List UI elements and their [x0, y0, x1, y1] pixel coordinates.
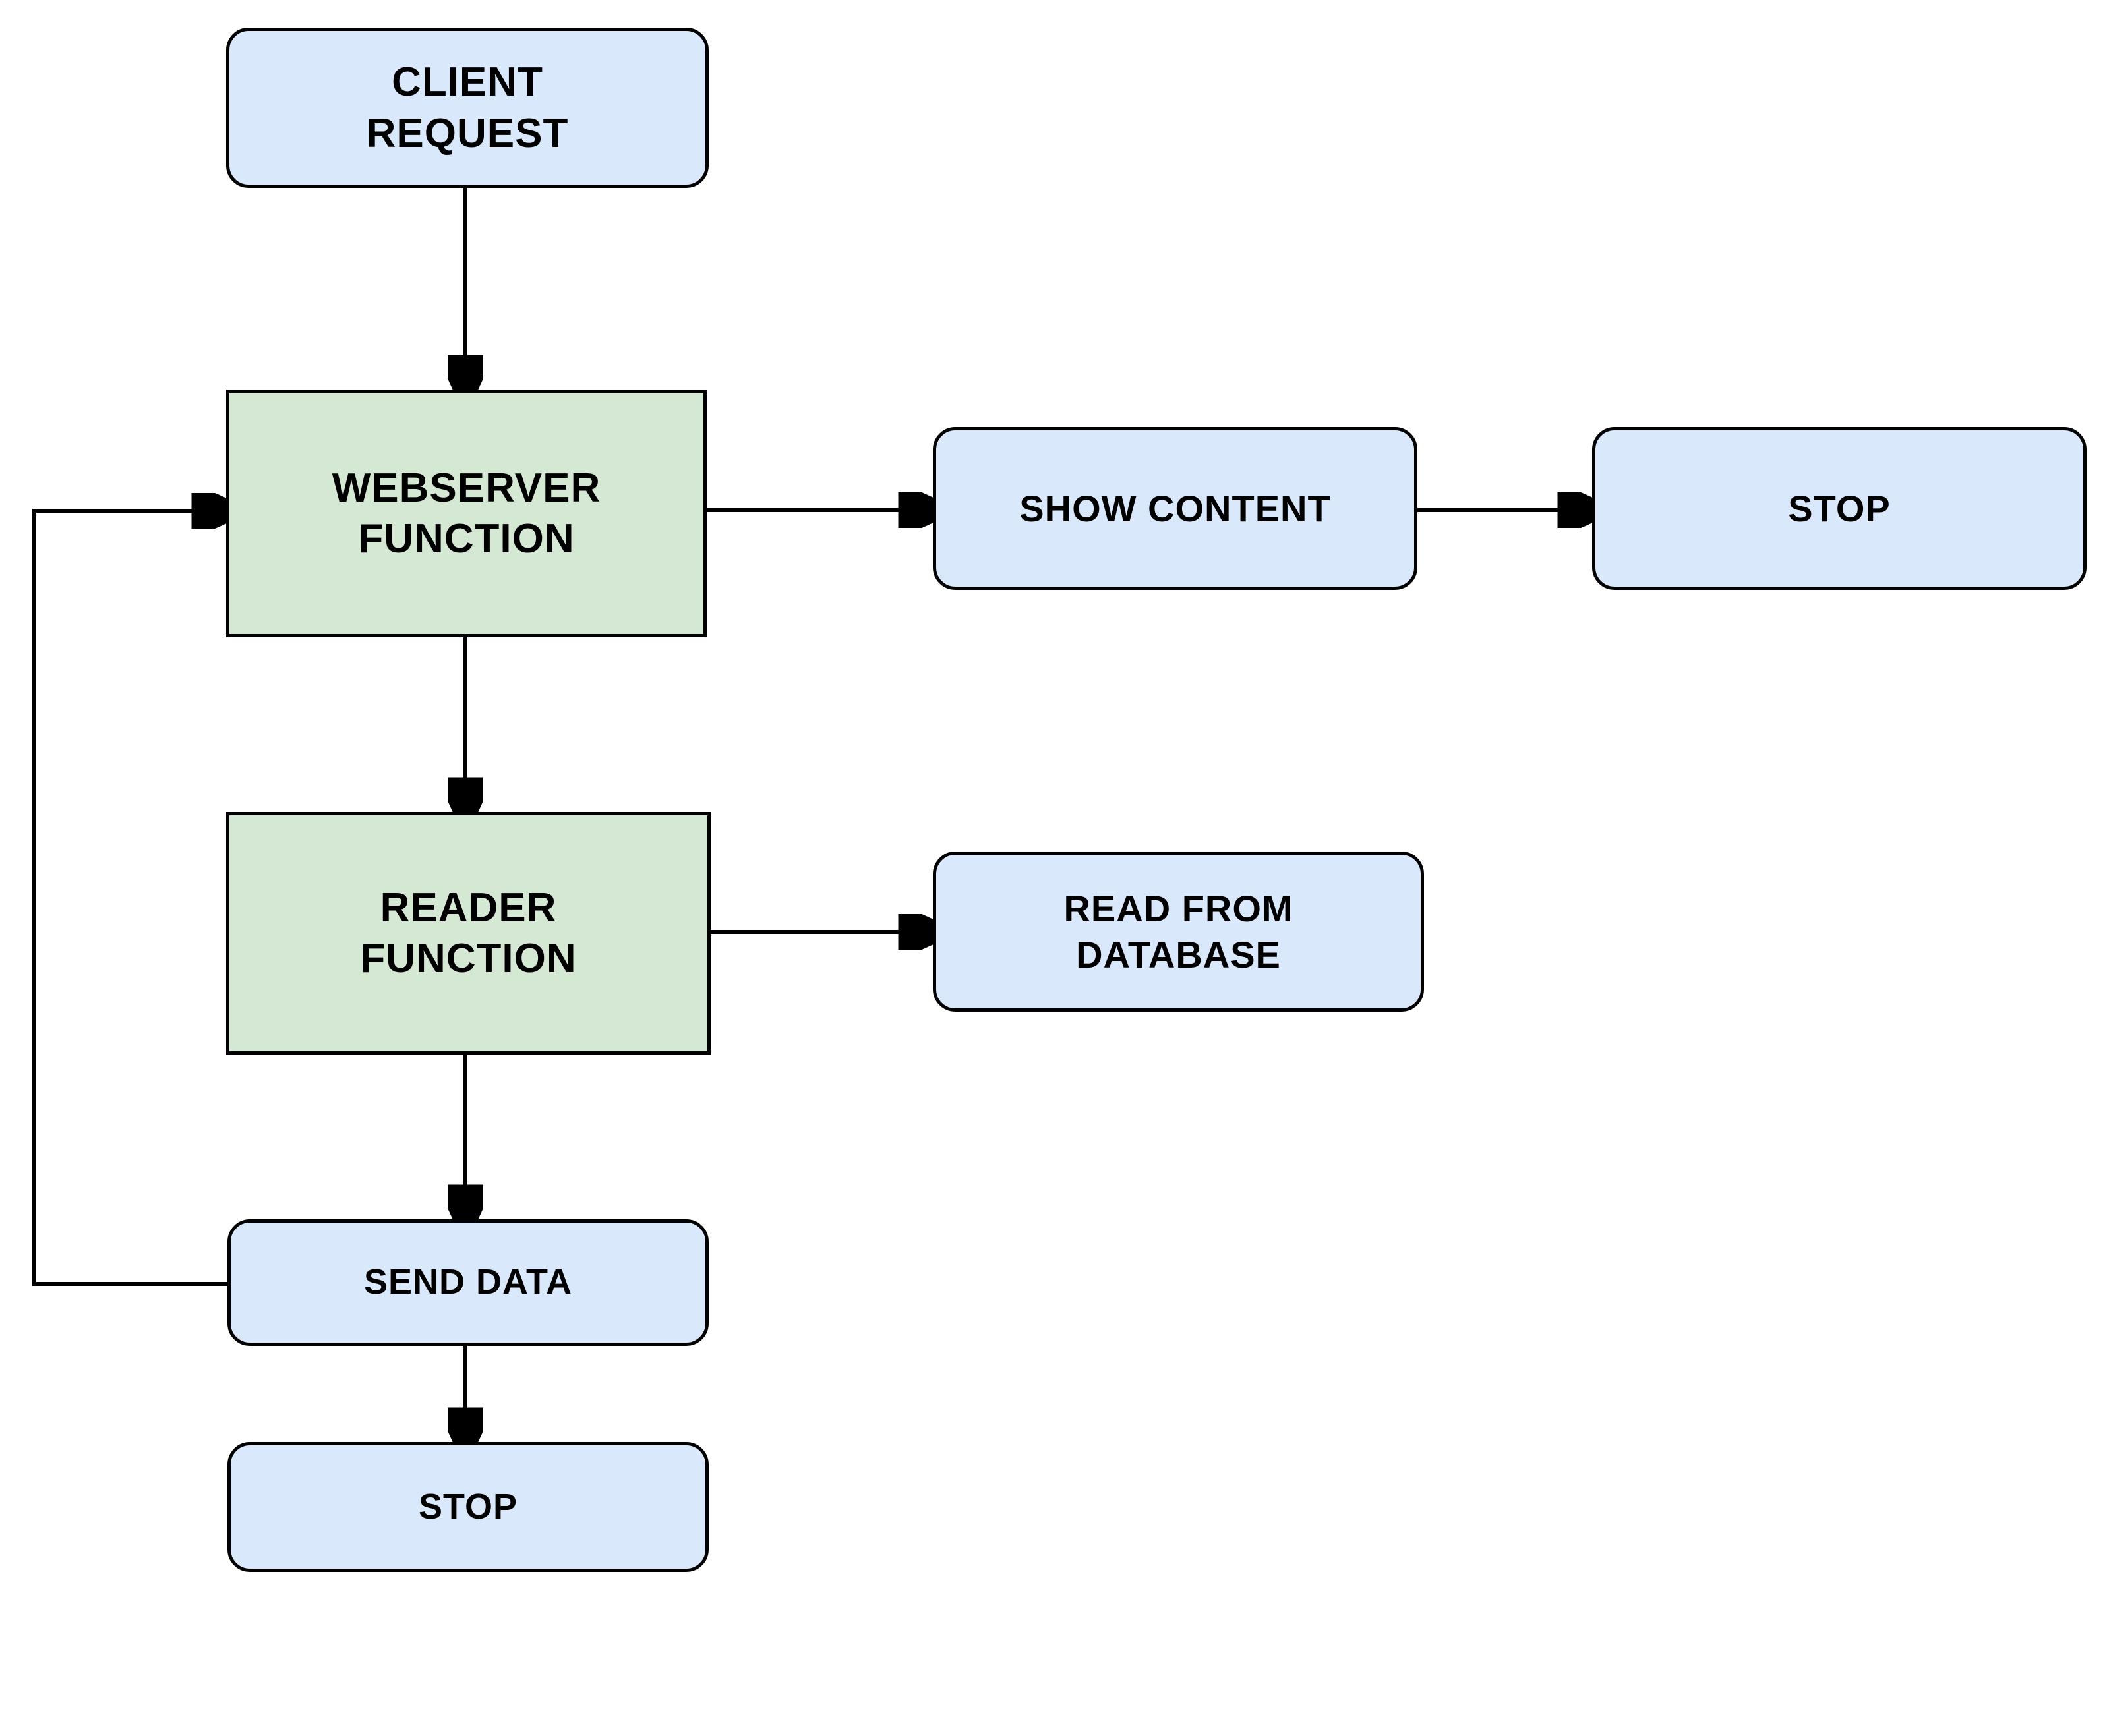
node-webserver-function[interactable]: WEBSERVER FUNCTION [226, 390, 707, 637]
node-send-data-label: SEND DATA [364, 1262, 572, 1302]
node-webserver-function-label: WEBSERVER FUNCTION [332, 465, 601, 562]
node-reader-function[interactable]: READER FUNCTION [226, 812, 711, 1055]
node-read-from-database[interactable]: READ FROM DATABASE [933, 852, 1424, 1012]
edge-send-data-to-webserver-function-feedback [32, 511, 227, 1286]
node-stop-right-label: STOP [1788, 487, 1891, 529]
node-stop-bottom[interactable]: STOP [227, 1442, 709, 1572]
node-show-content[interactable]: SHOW CONTENT [933, 427, 1417, 590]
node-send-data[interactable]: SEND DATA [227, 1219, 709, 1346]
node-show-content-label: SHOW CONTENT [1019, 487, 1331, 529]
node-stop-right[interactable]: STOP [1592, 427, 2087, 590]
node-read-from-database-label: READ FROM DATABASE [1063, 887, 1293, 975]
node-stop-bottom-label: STOP [418, 1486, 518, 1526]
node-reader-function-label: READER FUNCTION [360, 884, 577, 982]
node-client-request-label: CLIENT REQUEST [366, 59, 569, 156]
node-client-request[interactable]: CLIENT REQUEST [226, 28, 709, 188]
